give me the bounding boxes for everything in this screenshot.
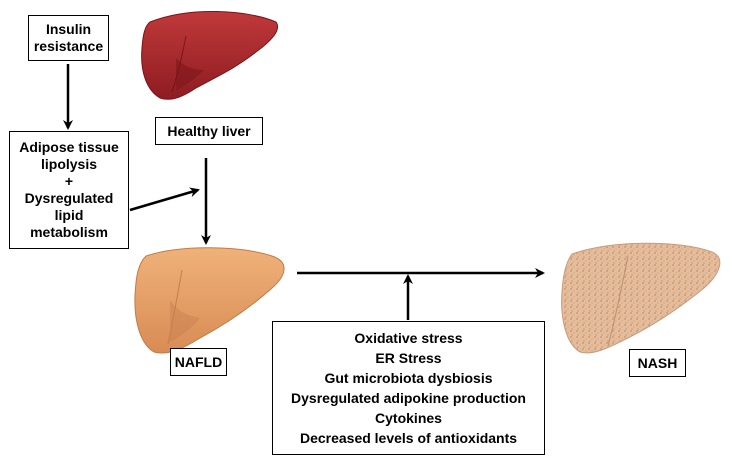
adipose-line-1: Adipose tissue [19, 139, 119, 155]
factor-6: Decreased levels of antioxidants [299, 430, 518, 446]
factor-4: Dysregulated adipokine production [291, 390, 526, 406]
factor-2: ER Stress [375, 350, 442, 366]
arrow-adipose-to-nafld [129, 187, 200, 212]
insulin-resistance-box: Insulin resistance [28, 15, 109, 61]
healthy-liver-icon [141, 11, 278, 100]
adipose-line-4: Dysregulated [24, 190, 114, 206]
nafld-liver-icon [134, 247, 285, 354]
healthy-liver-label: Healthy liver [155, 117, 263, 145]
insulin-resistance-line-2: resistance [33, 38, 104, 54]
nash-label: NASH [629, 349, 686, 377]
factor-5: Cytokines [375, 410, 442, 426]
factor-1: Oxidative stress [354, 330, 463, 346]
progression-factors-box: Oxidative stress ER Stress Gut microbiot… [272, 321, 545, 455]
nash-liver-icon [561, 242, 721, 354]
adipose-line-3: + [64, 173, 74, 189]
adipose-line-5: lipid [54, 207, 84, 223]
nafld-label: NAFLD [170, 348, 227, 376]
insulin-resistance-line-1: Insulin [45, 21, 92, 37]
adipose-line-2: lipolysis [40, 156, 98, 172]
factor-3: Gut microbiota dysbiosis [324, 370, 493, 386]
adipose-lipolysis-box: Adipose tissue lipolysis + Dysregulated … [9, 131, 129, 249]
adipose-line-6: metabolism [30, 224, 108, 240]
